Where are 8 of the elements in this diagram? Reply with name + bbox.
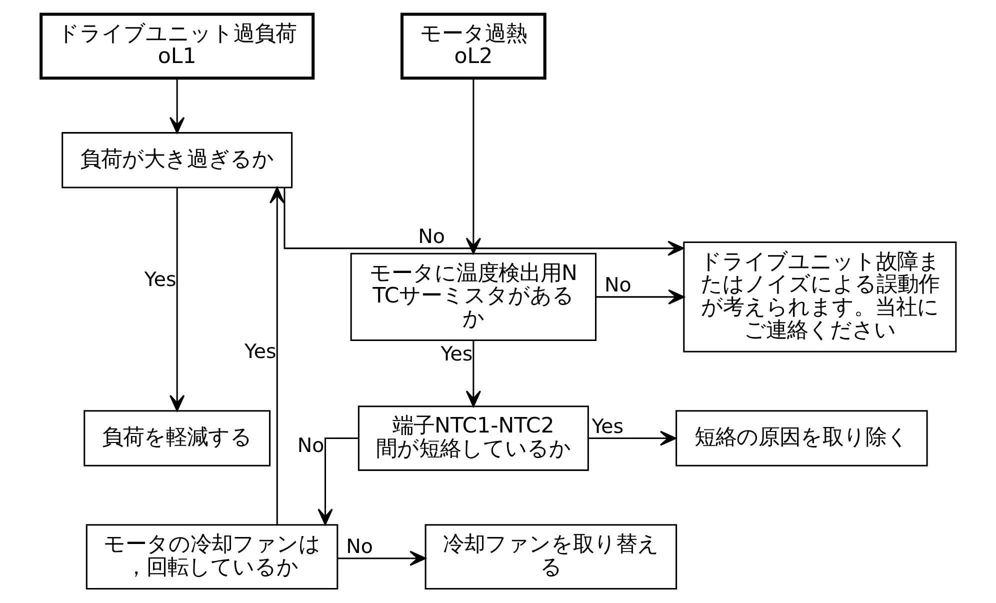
edge-label: Yes bbox=[144, 268, 176, 292]
edge-label: Yes bbox=[440, 342, 472, 366]
edge-label: No bbox=[346, 534, 372, 558]
edge-label: No bbox=[296, 434, 324, 457]
edge-label: No bbox=[418, 224, 444, 248]
edge-label: No bbox=[604, 273, 631, 296]
edge-label: Yes bbox=[591, 414, 624, 438]
edge-label: Yes bbox=[244, 340, 276, 364]
